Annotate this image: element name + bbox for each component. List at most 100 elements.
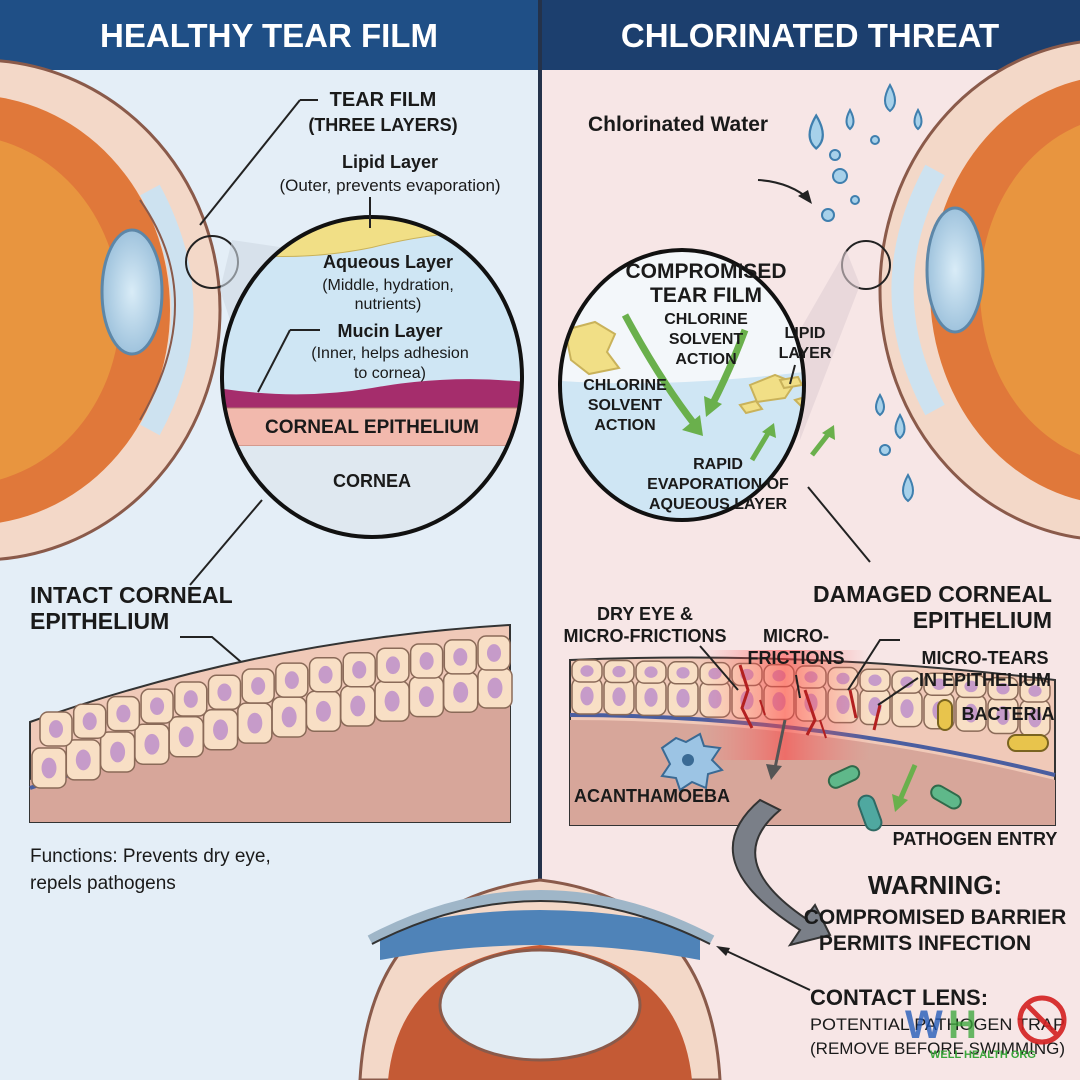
chlorine-action-top-2: SOLVENT xyxy=(669,331,744,348)
cell-nucleus xyxy=(110,741,126,763)
left-header-title: HEALTHY TEAR FILM xyxy=(100,17,438,54)
cell-nucleus xyxy=(487,677,503,699)
cell-nucleus xyxy=(419,652,434,670)
cell-nucleus xyxy=(315,700,331,722)
chlorine-action-left-1: CHLORINE xyxy=(583,377,667,394)
right-tear-film-zoom xyxy=(558,248,860,522)
cell-nucleus xyxy=(247,712,263,734)
water-drops xyxy=(808,82,923,503)
cell-nucleus xyxy=(48,720,64,738)
cell-nucleus xyxy=(281,706,297,728)
aqueous-layer-desc-1: (Middle, hydration, xyxy=(322,277,454,294)
cell-nucleus xyxy=(75,749,91,771)
compromised-title-1: COMPROMISED xyxy=(625,260,786,283)
functions-text-1: Functions: Prevents dry eye, xyxy=(30,846,271,867)
cell-nucleus xyxy=(900,676,914,688)
cell-nucleus xyxy=(453,681,469,703)
lipid-layer-desc: (Outer, prevents evaporation) xyxy=(279,176,500,195)
bottom-eye-illustration xyxy=(358,878,722,1080)
lipid-layer-right-2: LAYER xyxy=(779,345,832,362)
right-header-bar xyxy=(542,0,1080,70)
right-eye-illustration xyxy=(841,40,1080,540)
tear-film-title-2: (THREE LAYERS) xyxy=(308,115,457,135)
cell-nucleus xyxy=(964,680,978,693)
mucin-layer-desc-2: to cornea) xyxy=(354,365,426,382)
right-header-title: CHLORINATED THREAT xyxy=(621,17,999,54)
cell-nucleus xyxy=(350,695,366,717)
cell-nucleus xyxy=(612,665,626,678)
infection-arrow xyxy=(731,798,832,947)
intact-epithelium-illustration xyxy=(29,623,513,823)
damaged-title-1: DAMAGED CORNEAL xyxy=(813,581,1052,607)
chlorine-action-left-2: SOLVENT xyxy=(588,397,663,414)
chlorinated-water-label: Chlorinated Water xyxy=(588,113,768,136)
svg-text:W: W xyxy=(905,1003,943,1047)
rapid-evap-1: RAPID xyxy=(693,456,743,473)
micro-frictions-label-1: MICRO- xyxy=(763,626,829,646)
contact-lens xyxy=(367,890,715,945)
watermark-text: WELL HEALTH ORG xyxy=(930,1049,1036,1061)
cell-nucleus xyxy=(900,699,914,718)
rapid-evap-3: AQUEOUS LAYER xyxy=(649,496,788,513)
compromised-title-2: TEAR FILM xyxy=(650,284,762,307)
panel-divider xyxy=(538,0,542,1080)
left-header-bar xyxy=(0,0,538,70)
cell-nucleus xyxy=(217,683,232,702)
cell-nucleus xyxy=(318,665,333,684)
warning-text-1: COMPROMISED BARRIER xyxy=(804,906,1067,929)
cell-nucleus xyxy=(213,719,229,741)
cell-nucleus xyxy=(996,682,1010,695)
chlorine-action-top-3: ACTION xyxy=(675,351,736,368)
cell-nucleus xyxy=(580,665,594,677)
cell-nucleus xyxy=(82,712,97,731)
cell-nucleus xyxy=(178,726,194,748)
cell-nucleus xyxy=(116,704,131,723)
cell-nucleus xyxy=(996,706,1010,725)
intact-epithelium-title-1: INTACT CORNEAL xyxy=(30,582,233,608)
dry-eye-label-1: DRY EYE & xyxy=(597,604,693,624)
cell-nucleus xyxy=(284,671,299,689)
cell-nucleus xyxy=(868,674,882,686)
functions-text-2: repels pathogens xyxy=(30,873,176,894)
cell-nucleus xyxy=(1028,708,1042,728)
cell-nucleus xyxy=(183,690,198,708)
damaged-title-2: EPITHELIUM xyxy=(913,607,1052,633)
rapid-evap-2: EVAPORATION OF xyxy=(647,476,789,493)
warning-title: WARNING: xyxy=(868,870,1002,900)
aqueous-layer-desc-2: nutrients) xyxy=(355,296,422,313)
tear-film-title-1: TEAR FILM xyxy=(330,89,437,111)
bacteria-label: BACTERIA xyxy=(962,704,1055,724)
watermark-logo: W H xyxy=(905,995,1067,1047)
mucin-layer-title: Mucin Layer xyxy=(337,321,442,341)
left-eye-illustration xyxy=(0,59,239,561)
svg-text:H: H xyxy=(948,1003,977,1047)
cell-nucleus xyxy=(385,656,400,675)
cell-nucleus xyxy=(644,666,658,678)
cell-nucleus xyxy=(676,688,690,708)
micro-tears-label-1: MICRO-TEARS xyxy=(922,648,1049,668)
cornea-label: CORNEA xyxy=(333,471,411,491)
warning-text-2: PERMITS INFECTION xyxy=(819,932,1031,955)
micro-tears-label-2: IN EPITHELIUM xyxy=(919,670,1051,690)
cell-nucleus xyxy=(144,733,160,755)
left-tear-film-zoom xyxy=(220,215,524,539)
cell-nucleus xyxy=(1028,685,1042,697)
cell-nucleus xyxy=(453,648,468,666)
intact-epithelium-title-2: EPITHELIUM xyxy=(30,608,169,634)
micro-frictions-label-2: FRICTIONS xyxy=(748,648,845,668)
cell-nucleus xyxy=(676,667,690,679)
cell-nucleus xyxy=(251,677,266,695)
cell-nucleus xyxy=(964,703,978,723)
cell-nucleus xyxy=(150,697,165,715)
acanthamoeba-label: ACANTHAMOEBA xyxy=(574,786,730,806)
cell-nucleus xyxy=(644,688,658,707)
cell-nucleus xyxy=(352,660,367,679)
tear-film-leader xyxy=(199,99,301,226)
bacteria-icons xyxy=(827,699,1049,832)
cell-nucleus xyxy=(580,686,594,706)
cell-nucleus xyxy=(41,757,57,779)
cell-nucleus xyxy=(486,644,502,662)
corneal-epithelium-label: CORNEAL EPITHELIUM xyxy=(265,417,479,438)
chlorine-action-top-1: CHLORINE xyxy=(664,311,748,328)
